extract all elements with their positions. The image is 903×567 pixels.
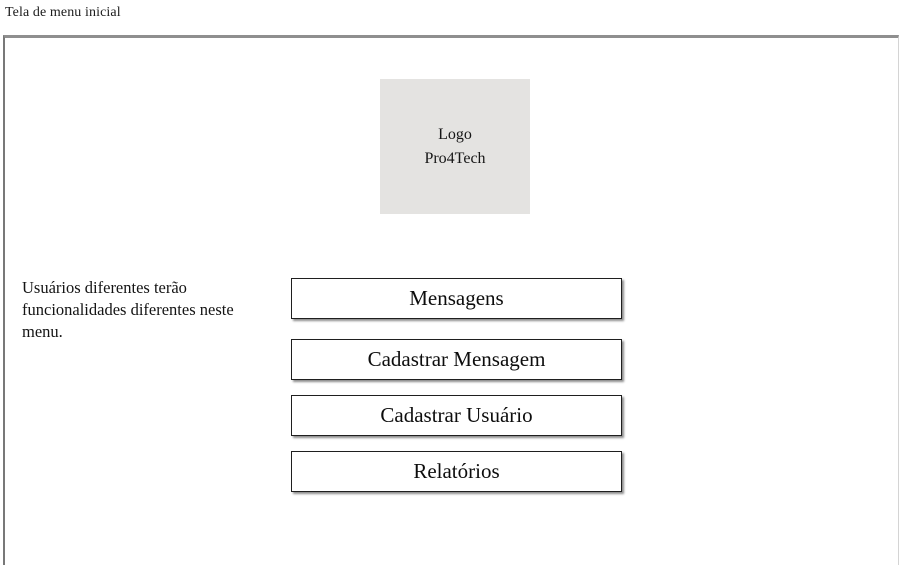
menu-button-relatorios[interactable]: Relatórios xyxy=(291,451,622,492)
menu-button-cadastrar-usuario[interactable]: Cadastrar Usuário xyxy=(291,395,622,436)
menu-button-cadastrar-mensagem[interactable]: Cadastrar Mensagem xyxy=(291,339,622,380)
menu-button-mensagens[interactable]: Mensagens xyxy=(291,278,622,319)
logo-text-line2: Pro4Tech xyxy=(424,149,486,167)
annotation-note: Usuários diferentes terão funcionalidade… xyxy=(22,278,234,341)
page-title: Tela de menu inicial xyxy=(5,5,121,20)
logo-text-line1: Logo xyxy=(438,125,472,143)
logo-placeholder: Logo Pro4Tech xyxy=(380,79,530,214)
